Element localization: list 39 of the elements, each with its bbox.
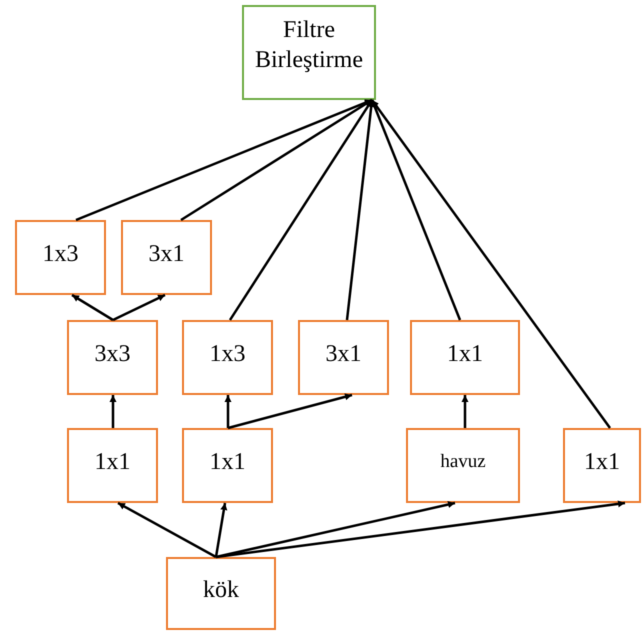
process-box [182,428,273,503]
box-label: 1x3 [210,340,246,368]
box-label: 3x1 [148,240,184,268]
box-label: 3x1 [326,340,362,368]
arrow [216,501,456,558]
arrow [370,99,612,429]
process-box [121,220,212,295]
arrow [370,100,462,320]
box-label: 3x3 [94,340,130,368]
box-label: 1x1 [584,448,620,476]
process-box [410,320,520,395]
process-box [242,5,376,100]
box-label: 1x1 [447,340,483,368]
process-box [67,428,158,503]
arrow [216,500,626,558]
process-box [182,320,273,395]
arrow [112,294,166,322]
process-box [406,428,520,503]
arrow [346,100,375,320]
box-label: 1x3 [42,240,78,268]
process-box [67,320,158,395]
process-box [298,320,389,395]
arrow [76,98,372,222]
process-box [563,428,641,503]
arrow [224,395,232,428]
box-label: havuz [440,450,486,474]
box-label: kök [203,576,239,604]
arrow [71,294,114,322]
arrow [180,98,373,222]
arrow [117,502,217,558]
box-label: 1x1 [210,448,246,476]
arrow [462,395,468,428]
box-label: Filtre Birleştirme [254,16,364,74]
arrow [228,393,352,430]
box-label: 1x1 [94,448,130,476]
process-box [166,557,276,630]
arrow [214,502,228,558]
process-box [15,220,106,295]
arrow [110,395,116,428]
